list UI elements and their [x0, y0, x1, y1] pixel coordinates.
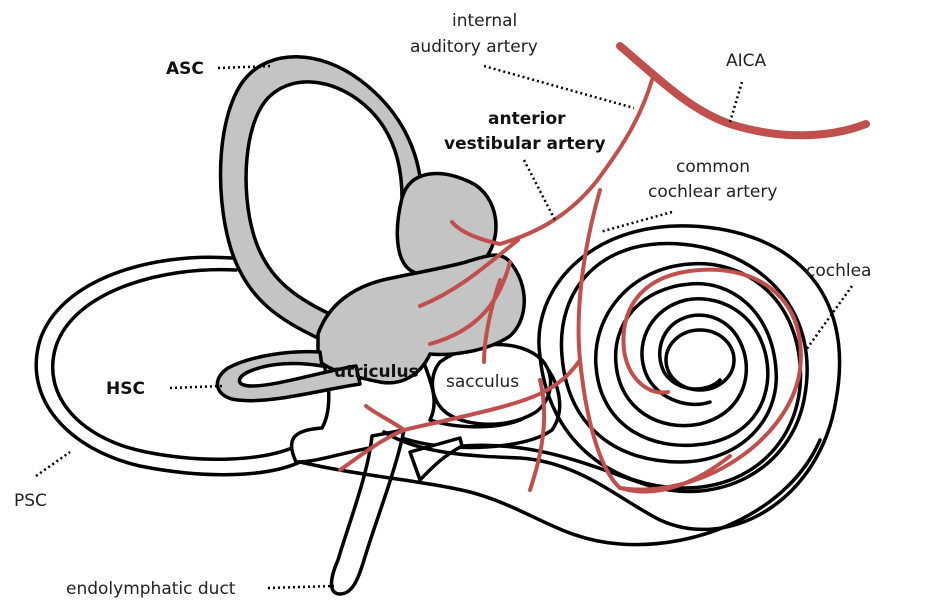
- psc-label: PSC: [14, 491, 47, 511]
- internal-auditory-artery-label-line2: auditory artery: [410, 37, 538, 57]
- anterior-vestibular-artery-label-line2: vestibular artery: [444, 134, 606, 154]
- endolymphatic-duct: [329, 428, 464, 596]
- leader-lines: [35, 64, 854, 590]
- labels: ASC HSC PSC utriculus sacculus endolymph…: [14, 11, 871, 599]
- utricular-branch: [418, 238, 520, 308]
- common-cochlear-artery-label-line1: common: [676, 157, 750, 177]
- endolymphatic-duct-label: endolymphatic duct: [66, 579, 236, 599]
- utriculus: [316, 253, 526, 385]
- psc-canal: [34, 255, 302, 477]
- internal-auditory-artery-vessel: [498, 78, 654, 246]
- hsc-canal: [215, 349, 362, 403]
- cochlear-base-branch: [528, 378, 547, 492]
- common-cochlear-vessel: [576, 188, 732, 494]
- saccular-branch: [482, 278, 502, 364]
- common-cochlear-artery-label-line2: cochlear artery: [648, 182, 777, 202]
- vestibulocochlear-branch: [338, 358, 582, 472]
- asc-label: ASC: [166, 59, 204, 79]
- utriculus-label: utriculus: [334, 362, 419, 382]
- utricular-branch-2: [428, 260, 512, 346]
- arteries: [338, 42, 870, 494]
- sacculus-label: sacculus: [446, 372, 519, 392]
- cochlea-label: cochlea: [806, 261, 871, 281]
- hsc-label: HSC: [106, 379, 145, 399]
- cochlear-spiral-artery: [618, 267, 803, 492]
- sacculus: [430, 342, 553, 426]
- cochlea-spiral: [298, 224, 842, 547]
- aica-label: AICA: [726, 51, 767, 71]
- posterior-branch: [364, 404, 406, 432]
- internal-auditory-artery-label-line1: internal: [452, 11, 517, 31]
- anterior-vestibular-artery-label-line1: anterior: [488, 109, 566, 129]
- aica-vessel: [616, 42, 870, 140]
- anterior-vestibular-branch: [450, 220, 502, 246]
